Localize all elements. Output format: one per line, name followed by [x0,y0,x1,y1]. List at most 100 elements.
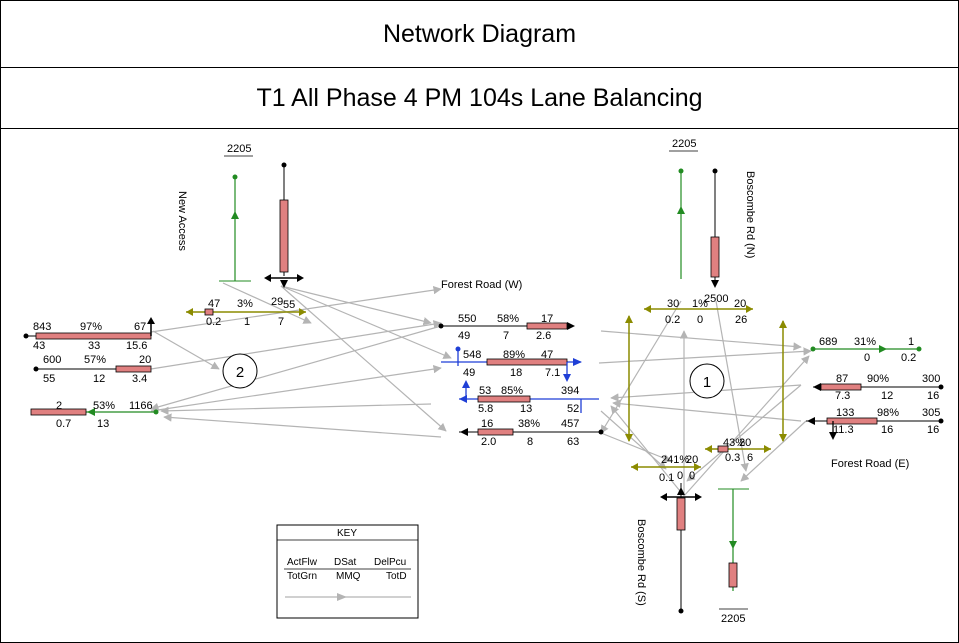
south-entry-bar [676,497,686,531]
lane-w-exit: 2 53% 1166 0.7 13 [30,400,159,430]
flow-arrow [150,320,442,370]
ped-arrow-right [694,463,701,471]
lane-node [455,346,461,352]
lane-w-exit-tot: 1166 [129,400,153,412]
key-row1-col2: DSat [334,557,356,568]
ped-mmq: 0 [697,314,703,326]
south-exit-arrow [729,541,737,549]
node-1: 1 [689,363,725,399]
north-exit: 2205 [669,138,698,279]
lane-turn-arrowhead [563,374,571,382]
lane-e1-delay: 300 [922,373,940,385]
lane-w-exit-arrowhead [87,408,95,416]
node-1-ped-crossing-north: 30 1% 20 0.2 0 26 [644,298,753,326]
key-row2-col2: MMQ [336,571,361,582]
lane-mid-top: 550 58% 17 49 7 2.6 [438,313,575,342]
arrow-left [264,274,271,282]
flow-arrow [612,399,802,422]
lane-mid-low-dsat: 85% [501,385,523,397]
lane-mid-bottom-totd: 63 [567,436,579,448]
flow-arrow [163,413,442,438]
ped-mmq: 6 [747,452,753,464]
south-entry-start [678,608,684,614]
lane-arrowhead [567,322,575,330]
key-legend: KEY ActFlw DSat DelPcu TotGrn MMQ TotD [276,524,419,619]
node-1-label: 1 [703,374,711,391]
flow-arrow [600,410,667,470]
new-access-entry [264,162,304,288]
lane-w-exit-bar [30,408,87,416]
lane-e1: 87 90% 300 7.3 12 16 [813,373,944,402]
ped-grn: 0.1 [659,472,674,484]
flow-arrow [683,355,810,497]
node-2-label: 2 [236,364,244,381]
ped-flow: 43% [723,437,745,449]
lane-mid-top-grn: 49 [458,330,470,342]
lane-bar [477,428,514,436]
lane-mid-blue-mmq: 18 [510,367,522,379]
lane-e2-grn: 11.3 [833,424,854,436]
lane-e2-totd: 16 [927,424,939,436]
ped-mmq: 0 [677,470,683,482]
lane-mid-top-totd: 2.6 [536,330,551,342]
flow-arrow [598,347,812,364]
lane-mid-bottom: 16 38% 457 2.0 8 63 [459,418,604,448]
ped-dsat: 20 [686,454,698,466]
lane-mid-low-delay: 394 [561,385,579,397]
node-2-ped-crossing: 47 3% 29 55 0.2 1 7 [186,296,306,328]
lane-mid-bottom-flow: 16 [481,418,493,430]
lane-start [598,429,604,435]
lane-arrowhead [460,428,468,436]
ped-arrow-up [625,315,633,323]
lane-mid-blue-dsat: 89% [503,349,525,361]
lane-mid-top-flow: 550 [458,313,476,325]
ped-totd: 26 [735,314,747,326]
ped-dsat: 3% [237,298,253,310]
road-label-north: Boscombe Rd (N) [744,171,756,258]
road-label-forest-e: Forest Road (E) [831,458,909,470]
lane-start [938,418,944,424]
key-row1-col3: DelPcu [374,557,406,568]
lane-mid-low-flow: 53 [479,385,491,397]
ped-delay: 29 [271,296,283,308]
ped-extra: 55 [283,299,295,311]
page-subtitle: T1 All Phase 4 PM 104s Lane Balancing [1,68,958,129]
lane-arrowhead [459,395,467,403]
key-row2-col1: TotGrn [287,571,317,582]
node-2: 2 [222,353,258,389]
lane-w-exit-mmq: 13 [97,418,109,430]
north-entry-arrow [711,280,719,288]
lane-mid-top-mmq: 7 [503,330,509,342]
key-box [276,524,419,619]
lane-mid-bottom-mmq: 8 [527,436,533,448]
ped-arrow-left [631,463,638,471]
lane-mid-bottom-delay: 457 [561,418,579,430]
lane-bar [826,417,878,425]
ped-grn: 0.2 [206,316,221,328]
lane-mid-low: 53 85% 394 5.8 13 52 [459,380,599,415]
ped-delay: 20 [734,298,746,310]
ped-arrow-left [644,305,651,313]
lane-e1-grn: 7.3 [835,390,850,402]
node-1-ped-crossing-south: 241% 20 0.1 0 0 [631,454,701,484]
ped-flow: 30 [667,298,679,310]
north-exit-arrow [677,206,685,214]
ped-arrow-down [779,434,787,442]
ped-arrow-left [705,445,712,453]
lane-w1-mmq: 33 [88,340,100,352]
lane-mid-top-delay: 17 [541,313,553,325]
ped-dsat: 20 [739,437,751,449]
lane-w-exit-grn: 0.7 [56,418,71,430]
key-row2-col3: TotD [386,571,407,582]
lane-w1-dsat: 97% [80,321,102,333]
lane-arrowhead [879,345,887,353]
lane-w1-delay: 67 [134,321,146,333]
north-entry: 2500 [704,168,728,305]
lane-turn-arrowhead [462,380,470,388]
lane-mid-blue-grn: 49 [463,367,475,379]
lane-w2-grn: 55 [43,373,55,385]
lane-e2-dsat: 98% [877,407,899,419]
lane-start [438,323,444,329]
ped-flow: 241% [661,454,689,466]
